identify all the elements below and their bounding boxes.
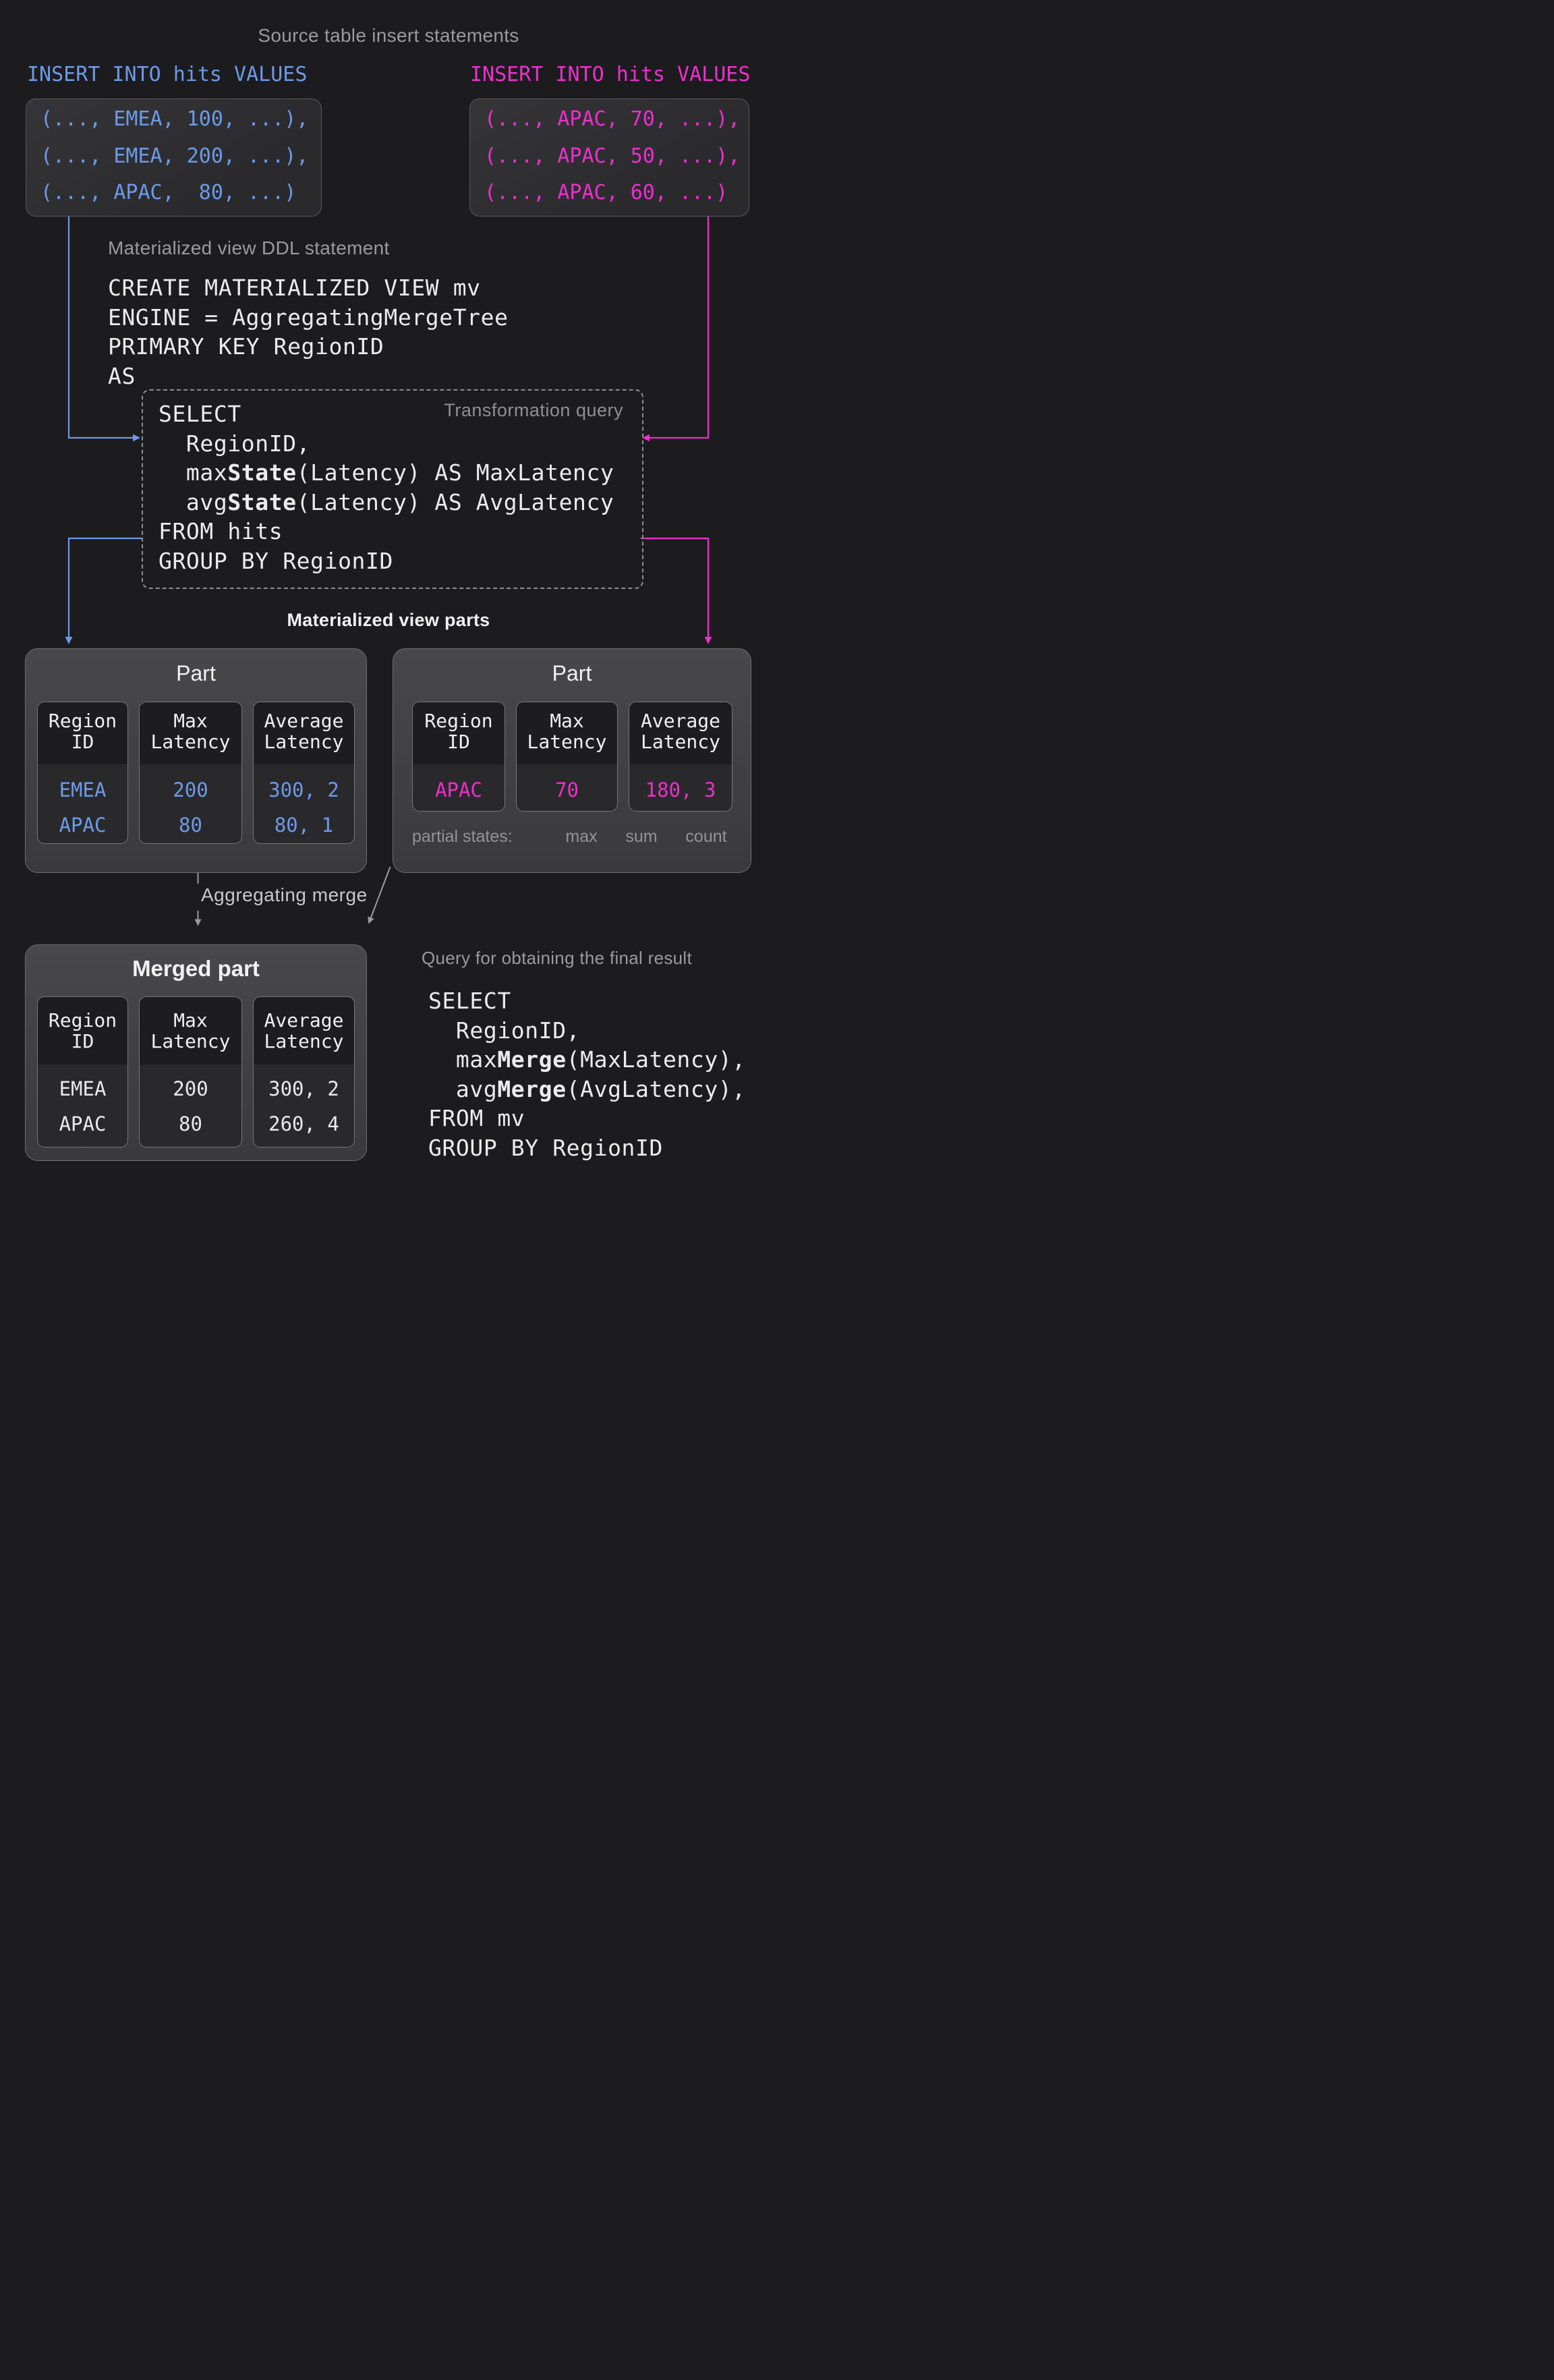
column-average-latency: Average Latency 300, 2 80, 1 xyxy=(253,702,355,844)
insert-left-label: INSERT INTO hits VALUES xyxy=(27,63,308,86)
table-cell: EMEA xyxy=(59,1077,107,1100)
column-header: Max Latency xyxy=(517,702,617,764)
part-box-right: Part Region ID APAC Max Latency 70 Avera… xyxy=(393,648,751,873)
column-header: Region ID xyxy=(38,997,127,1065)
table-cell: 300, 2 xyxy=(268,778,339,801)
transformation-query-code: SELECT RegionID, maxState(Latency) AS Ma… xyxy=(159,401,614,574)
mv-parts-heading: Materialized view parts xyxy=(287,610,490,630)
table-cell: 180, 3 xyxy=(645,778,716,801)
table-cell: APAC xyxy=(435,778,482,801)
table-cell: 200 xyxy=(173,1077,208,1100)
column-region-id: Region ID EMEA APAC xyxy=(37,996,128,1148)
ddl-code: CREATE MATERIALIZED VIEW mv ENGINE = Agg… xyxy=(108,275,509,389)
page-title: Source table insert statements xyxy=(258,25,519,46)
table-cell: 300, 2 xyxy=(268,1077,339,1100)
table-cell: 80 xyxy=(179,814,202,837)
column-header: Region ID xyxy=(38,702,127,764)
final-query-code: SELECT RegionID, maxMerge(MaxLatency), a… xyxy=(428,988,746,1161)
transformation-query-label: Transformation query xyxy=(444,400,623,420)
column-header: Region ID xyxy=(413,702,505,764)
merged-part-title: Merged part xyxy=(132,956,260,981)
insert-right-box: (..., APAC, 70, ...), (..., APAC, 50, ..… xyxy=(469,98,749,217)
aggregating-merge-label: Aggregating merge xyxy=(201,884,368,905)
table-cell: 80, 1 xyxy=(274,814,334,837)
part-left-title: Part xyxy=(176,661,216,685)
partial-state-sum: sum xyxy=(625,827,658,846)
insert-right-label: INSERT INTO hits VALUES xyxy=(470,63,751,86)
column-header: Average Latency xyxy=(629,702,732,764)
transformation-query-box: Transformation query SELECT RegionID, ma… xyxy=(142,389,643,589)
column-header: Average Latency xyxy=(254,702,354,764)
column-header: Average Latency xyxy=(254,997,354,1065)
table-cell: 80 xyxy=(179,1112,202,1135)
column-region-id: Region ID APAC xyxy=(412,702,505,812)
arrow-insert-right-to-query xyxy=(642,215,710,442)
diagram-canvas: Source table insert statements INSERT IN… xyxy=(0,0,777,1190)
arrow-merge-right xyxy=(368,866,391,924)
table-cell: 260, 4 xyxy=(268,1112,339,1135)
insert-left-rows: (..., EMEA, 100, ...), (..., EMEA, 200, … xyxy=(40,107,309,204)
partial-state-count: count xyxy=(685,827,727,846)
column-header: Max Latency xyxy=(140,702,241,764)
column-region-id: Region ID EMEA APAC xyxy=(37,702,128,844)
insert-right-rows: (..., APAC, 70, ...), (..., APAC, 50, ..… xyxy=(484,107,741,204)
merged-part-box: Merged part Region ID EMEA APAC Max Late… xyxy=(25,944,367,1161)
table-cell: 200 xyxy=(173,778,208,801)
ddl-heading: Materialized view DDL statement xyxy=(108,237,390,258)
table-cell: 70 xyxy=(555,778,579,801)
final-query-heading: Query for obtaining the final result xyxy=(422,948,693,968)
partial-states-label: partial states: xyxy=(412,827,513,846)
column-average-latency: Average Latency 300, 2 260, 4 xyxy=(253,996,355,1148)
table-cell: APAC xyxy=(59,814,107,837)
partial-state-max: max xyxy=(565,827,598,846)
column-average-latency: Average Latency 180, 3 xyxy=(629,702,732,812)
part-right-title: Part xyxy=(552,661,592,685)
column-max-latency: Max Latency 200 80 xyxy=(139,702,242,844)
column-max-latency: Max Latency 200 80 xyxy=(139,996,242,1148)
column-header: Max Latency xyxy=(140,997,241,1065)
table-cell: APAC xyxy=(59,1112,107,1135)
part-box-left: Part Region ID EMEA APAC Max Latency 200… xyxy=(25,648,367,873)
insert-left-box: (..., EMEA, 100, ...), (..., EMEA, 200, … xyxy=(26,98,322,217)
table-cell: EMEA xyxy=(59,778,107,801)
column-max-latency: Max Latency 70 xyxy=(516,702,618,812)
